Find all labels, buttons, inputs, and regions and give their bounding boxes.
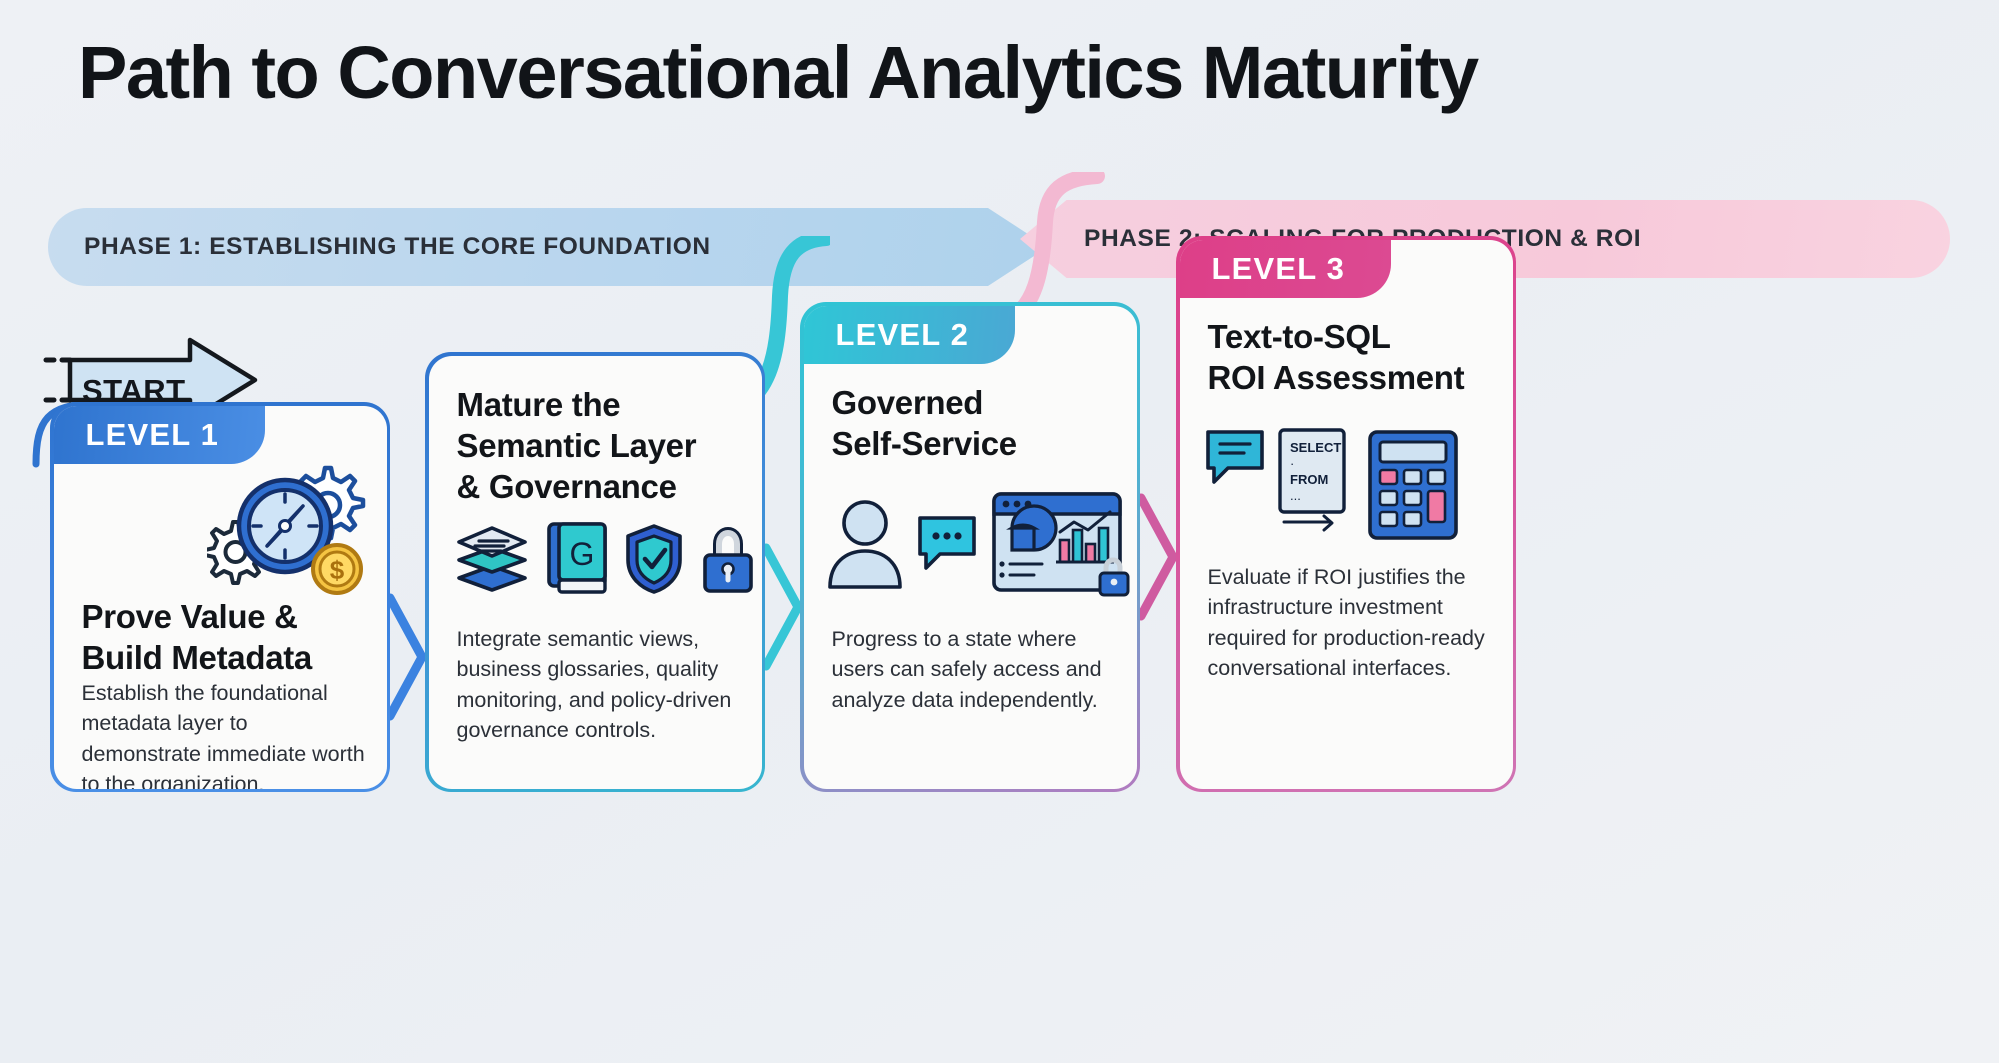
level-3-title: Text-to-SQL ROI Assessment xyxy=(1207,317,1465,396)
chevron-connector-2 xyxy=(762,543,803,671)
sql-keyword-select: SELECT xyxy=(1290,440,1341,455)
level-3-icon-group: SELECT · FROM ... xyxy=(1202,426,1462,552)
maturity-card-level-1[interactable]: LEVEL 1 xyxy=(50,402,390,792)
semantic-layer-icon-group: G xyxy=(453,520,757,596)
padlock-icon xyxy=(1098,556,1129,596)
chevron-connector-1 xyxy=(386,593,427,721)
level-3-badge: LEVEL 3 xyxy=(1179,239,1392,298)
padlock-icon xyxy=(702,526,753,593)
svg-text:$: $ xyxy=(329,555,344,585)
coin-dollar-icon: $ xyxy=(310,542,363,595)
maturity-card-level-3[interactable]: LEVEL 3 Text-to-SQL ROI Assessment SELEC… xyxy=(1176,236,1516,792)
sql-ellipsis: ... xyxy=(1290,488,1301,503)
calculator-icon xyxy=(1367,429,1458,540)
shield-check-icon xyxy=(625,523,682,594)
dashboard-chart-icon xyxy=(991,491,1129,596)
compass-icon: $ xyxy=(206,465,365,595)
chat-bubble-icon xyxy=(1205,429,1264,484)
card3-top-ribbon xyxy=(989,172,1105,322)
level-1-title: Prove Value & Build Metadata xyxy=(81,597,313,676)
glossary-book-icon: G xyxy=(546,521,607,594)
maturity-card-level-2[interactable]: LEVEL 2 Governed Self-Service xyxy=(800,302,1140,792)
sql-keyword-from: FROM xyxy=(1290,472,1328,487)
level-1-icon-group: $ xyxy=(206,464,367,604)
start-label: START xyxy=(82,373,186,408)
arrow-right-icon xyxy=(43,337,258,423)
level-2-description: Progress to a state where users can safe… xyxy=(831,626,1102,712)
chat-bubble-icon xyxy=(917,515,976,570)
phase-banner-1: PHASE 1: ESTABLISHING THE CORE FOUNDATIO… xyxy=(48,208,1048,286)
sql-document-icon: SELECT · FROM ... xyxy=(1277,427,1346,531)
level-2-badge: LEVEL 2 xyxy=(803,305,1016,364)
user-avatar-icon xyxy=(827,499,902,589)
semantic-layer-title: Mature the Semantic Layer & Governance xyxy=(456,385,697,506)
phase-banner-1-label: PHASE 1: ESTABLISHING THE CORE FOUNDATIO… xyxy=(84,233,711,260)
layers-icon xyxy=(456,525,527,592)
start-marker: START xyxy=(40,330,290,460)
level-1-description: Establish the foundational metadata laye… xyxy=(81,680,365,789)
chevron-connector-3 xyxy=(1137,493,1178,621)
level-2-icon-group xyxy=(826,488,1137,598)
sql-bullet: · xyxy=(1290,456,1294,471)
level-3-description: Evaluate if ROI justifies the infrastruc… xyxy=(1207,564,1485,681)
semantic-layer-description: Integrate semantic views, business gloss… xyxy=(456,626,732,743)
page-title: Path to Conversational Analytics Maturit… xyxy=(78,31,1479,114)
maturity-card-semantic-layer[interactable]: Mature the Semantic Layer & Governance G xyxy=(425,352,765,792)
svg-text:G: G xyxy=(569,536,594,572)
level-1-badge: LEVEL 1 xyxy=(53,405,266,464)
level-2-title: Governed Self-Service xyxy=(831,383,1018,462)
